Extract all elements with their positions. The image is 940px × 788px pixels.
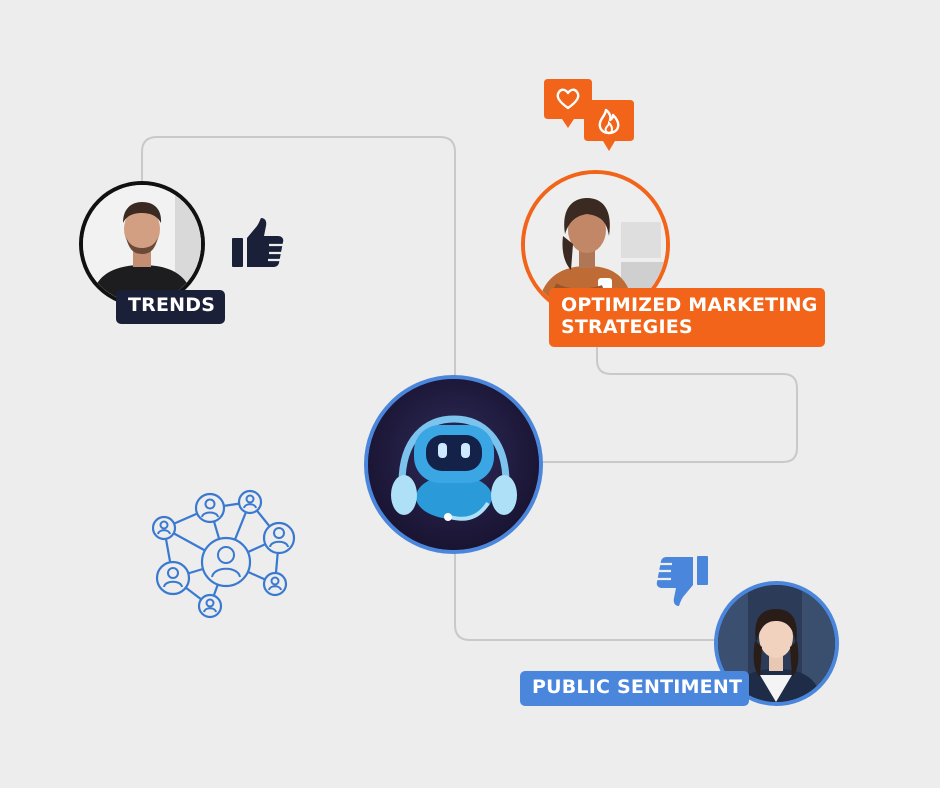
fire-bubble-icon	[584, 100, 634, 151]
people-network-icon	[151, 489, 296, 619]
robot-headset-icon	[368, 379, 539, 550]
thumbs-up-icon	[232, 218, 284, 267]
trends-label: TRENDS	[116, 290, 225, 324]
marketing-label: OPTIMIZED MARKETING STRATEGIES	[549, 288, 825, 347]
robot-avatar	[364, 375, 543, 554]
sentiment-avatar	[714, 581, 839, 706]
heart-bubble-icon	[544, 79, 592, 128]
marketing-label-line2: STRATEGIES	[561, 315, 693, 338]
thumbs-down-icon	[656, 556, 708, 606]
sentiment-label: PUBLIC SENTIMENT	[520, 671, 749, 706]
trends-avatar	[79, 181, 205, 307]
marketing-label-line1: OPTIMIZED MARKETING	[561, 294, 818, 316]
